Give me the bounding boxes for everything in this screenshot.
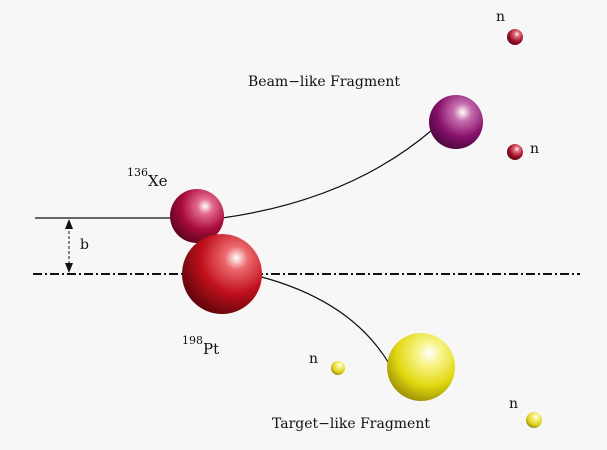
- beam-like-fragment-nucleus: [429, 95, 483, 149]
- neutron-right: [507, 144, 523, 160]
- neutron-label-left-target: n: [309, 351, 318, 367]
- neutron-label-right: n: [530, 141, 539, 157]
- neutron-bottom-right: [526, 412, 542, 428]
- impact-parameter-label: b: [80, 237, 89, 253]
- neutron-top-right: [507, 29, 523, 45]
- pt-symbol: Pt: [203, 340, 219, 358]
- beam-like-fragment-label: Beam−like Fragment: [248, 74, 400, 90]
- pt-nucleus: [182, 234, 262, 314]
- target-like-fragment-nucleus: [387, 333, 455, 401]
- target-fragment-trajectory: [257, 275, 389, 363]
- pt-mass-number: 198: [182, 334, 203, 347]
- xe-mass-number: 136: [127, 166, 148, 179]
- neutron-left-target: [331, 361, 345, 375]
- beam-fragment-trajectory: [221, 129, 433, 219]
- neutron-label-top-right: n: [496, 9, 505, 25]
- impact-parameter-arrow: [65, 219, 73, 273]
- xe-symbol: Xe: [148, 172, 168, 190]
- neutron-label-bottom-right: n: [509, 396, 518, 412]
- xe-nucleus: [170, 189, 224, 243]
- target-like-fragment-label: Target−like Fragment: [272, 416, 430, 432]
